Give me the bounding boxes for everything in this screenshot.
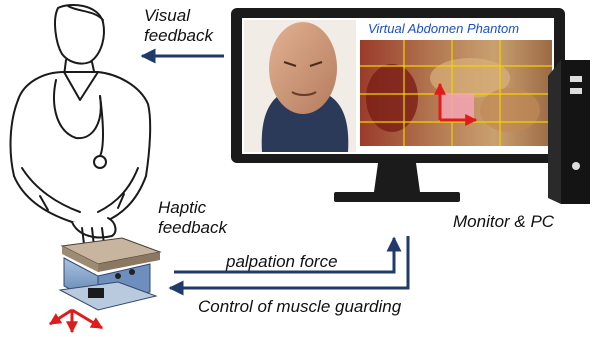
haptic-feedback-line1: Haptic [158,198,227,218]
palpation-force-label: palpation force [226,252,338,272]
screen-title: Virtual Abdomen Phantom [368,21,519,36]
visual-feedback-label: Visual feedback [144,6,213,45]
muscle-guarding-label: Control of muscle guarding [198,297,401,317]
haptic-feedback-line2: feedback [158,218,227,238]
device-axes [50,310,102,332]
haptic-feedback-label: Haptic feedback [158,198,227,237]
doctor-illustration [11,5,151,246]
visual-feedback-line2: feedback [144,26,213,46]
haptic-device [60,238,160,310]
monitor-pc-label: Monitor & PC [453,212,554,232]
pc-tower [548,60,590,204]
visual-feedback-line1: Visual [144,6,213,26]
monitor [231,8,565,202]
